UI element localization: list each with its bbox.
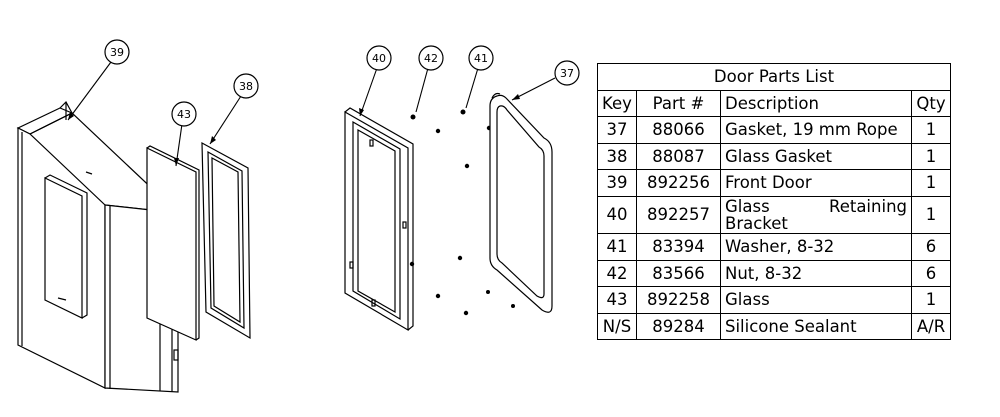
table-row: N/S 89284 Silicone Sealant A/R [597,312,951,341]
row-qty: 1 [911,195,951,235]
glass-part [146,145,200,341]
row-description: Glass Gasket [720,142,912,170]
callout-42: 42 [418,45,444,71]
row-key: 38 [597,142,637,170]
row-part: 83566 [636,259,721,288]
row-part: 89284 [636,312,721,341]
row-part: 88066 [636,116,721,144]
row-part: 88087 [636,142,721,170]
callout-39: 39 [104,39,130,65]
callout-38: 38 [233,73,259,99]
callout-38-label: 38 [239,80,253,93]
row-description: Washer, 8-32 [720,233,912,261]
header-part: Part # [636,89,721,117]
callout-39-label: 39 [110,46,124,59]
row-key: 42 [597,259,637,288]
table-row: 41 83394 Washer, 8-32 6 [597,233,951,261]
row-key: 40 [597,195,637,235]
row-description: Gasket, 19 mm Rope [720,116,912,144]
callout-37: 37 [554,60,580,86]
row-description: Glass [720,286,912,314]
row-qty: 6 [911,233,951,261]
row-key: 41 [597,233,637,261]
row-qty: 1 [911,142,951,170]
table-row: 42 83566 Nut, 8-32 6 [597,259,951,288]
exploded-door-drawing: 39 38 43 40 42 41 37 [16,39,580,393]
row-qty: 1 [911,116,951,144]
door-parts-table: Door Parts List Key Part # Description Q… [597,63,951,341]
table-header-row: Key Part # Description Qty [597,89,951,117]
row-description: Silicone Sealant [720,312,912,341]
row-description: Nut, 8-32 [720,259,912,288]
row-qty: 6 [911,259,951,288]
table-row: 40 892257 Glass Retaining Bracket 1 [597,195,951,235]
row-part: 83394 [636,233,721,261]
row-description: Front Door [720,169,912,197]
row-key: 43 [597,286,637,314]
table-row: 38 88087 Glass Gasket 1 [597,142,951,170]
row-description: Glass Retaining Bracket [720,195,912,235]
rope-gasket-part [489,92,553,313]
callout-41: 41 [468,45,494,71]
row-qty: 1 [911,169,951,197]
row-key: N/S [597,312,637,341]
row-part: 892256 [636,169,721,197]
row-part: 892258 [636,286,721,314]
table-title: Door Parts List [597,63,951,91]
table-row: 37 88066 Gasket, 19 mm Rope 1 [597,116,951,144]
callout-41-label: 41 [474,52,488,65]
retaining-bracket-part [344,107,414,332]
callout-42-label: 42 [424,52,438,65]
header-description: Description [720,89,912,117]
table-title-row: Door Parts List [597,63,951,91]
callout-43: 43 [171,101,197,127]
callout-43-label: 43 [177,108,191,121]
row-qty: A/R [911,312,951,341]
callout-40: 40 [366,45,392,71]
row-part: 892257 [636,195,721,235]
table-row: 43 892258 Glass 1 [597,286,951,314]
table-row: 39 892256 Front Door 1 [597,169,951,197]
header-key: Key [597,89,637,117]
leader-lines [67,61,556,167]
header-qty: Qty [911,89,951,117]
callout-37-label: 37 [560,67,574,80]
row-key: 39 [597,169,637,197]
callout-40-label: 40 [372,52,386,65]
row-key: 37 [597,116,637,144]
glass-gasket-part [201,141,251,340]
row-qty: 1 [911,286,951,314]
